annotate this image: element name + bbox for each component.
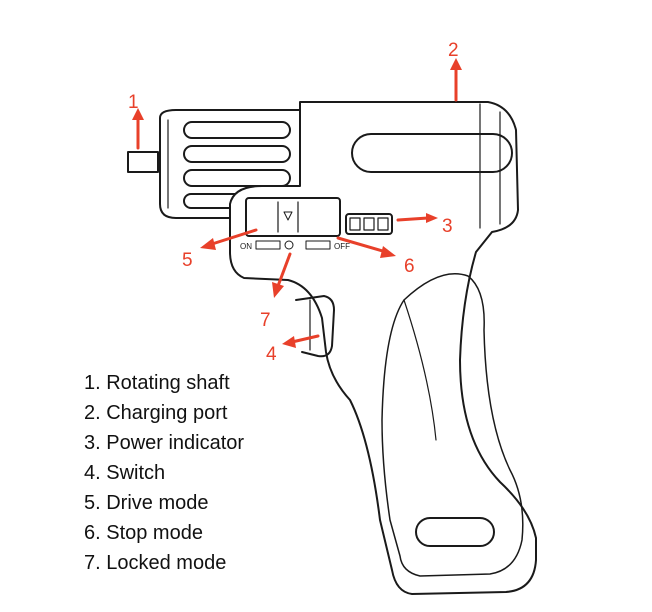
collar-slot-3 <box>183 169 291 187</box>
trigger-switch <box>295 295 335 358</box>
grip-contour <box>381 272 524 577</box>
arrow-3 <box>396 213 438 223</box>
legend-item-locked-mode: 7. Locked mode <box>84 552 227 574</box>
lock-icon <box>284 240 294 250</box>
arrow-6 <box>336 236 396 258</box>
callout-6: 6 <box>404 256 415 277</box>
legend-item-rotating-shaft: 1. Rotating shaft <box>84 372 230 394</box>
legend-item-switch: 4. Switch <box>84 462 166 484</box>
arrow-2 <box>450 58 462 102</box>
callout-5: 5 <box>182 250 193 271</box>
screwdriver-body <box>127 101 537 595</box>
callout-7: 7 <box>260 310 271 331</box>
legend-item-drive-mode: 5. Drive mode <box>84 492 209 514</box>
mode-panel <box>245 197 341 237</box>
collar-slot-1 <box>183 121 291 139</box>
legend-item-charging-port: 2. Charging port <box>84 402 228 424</box>
grip-pad <box>415 517 495 547</box>
callout-4: 4 <box>266 344 277 365</box>
on-label: ON <box>240 242 252 251</box>
callout-1: 1 <box>128 92 139 113</box>
collar-slot-2 <box>183 145 291 163</box>
off-label: OFF <box>334 242 350 251</box>
legend-item-stop-mode: 6. Stop mode <box>84 522 203 544</box>
power-indicator-led-1 <box>349 217 361 231</box>
shaft-bit <box>127 151 159 173</box>
arrow-5 <box>200 228 258 250</box>
arrow-4 <box>282 334 320 348</box>
callout-2: 2 <box>448 40 459 61</box>
legend-item-power-indicator: 3. Power indicator <box>84 432 245 454</box>
callout-3: 3 <box>442 216 453 237</box>
power-indicator-led-2 <box>363 217 375 231</box>
legend-list: 1. Rotating shaft 2. Charging port 3. Po… <box>84 368 244 578</box>
power-indicator-frame <box>345 213 393 235</box>
arrow-7 <box>272 252 292 298</box>
power-indicator-led-3 <box>377 217 389 231</box>
stop-mode-icon <box>305 240 331 250</box>
drive-mode-icon <box>255 240 281 250</box>
callout-arrows <box>132 58 462 348</box>
arrow-1 <box>132 108 144 150</box>
rear-slot <box>351 133 513 173</box>
